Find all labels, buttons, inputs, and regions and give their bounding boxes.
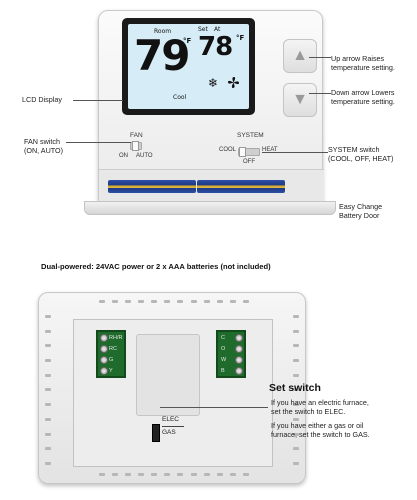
lcd-bezel: Room 79 °F Set At 78 °F ❄ Cool — [122, 18, 255, 115]
battery-left — [108, 180, 196, 193]
fan-callout-line — [66, 142, 131, 143]
down-arrow-callout-line1: Down arrow Lowers — [331, 88, 395, 97]
at-label: At — [214, 26, 221, 33]
system-switch-knob[interactable] — [239, 147, 246, 157]
elec-gas-divider — [162, 426, 184, 427]
terminal-label: RC — [109, 346, 117, 352]
system-switch-callout-line2: (COOL, OFF, HEAT) — [328, 154, 394, 163]
up-arrow-button[interactable]: ▲ — [283, 39, 317, 73]
system-off-label: OFF — [243, 159, 255, 165]
room-temperature: 79 — [134, 31, 190, 80]
system-callout-line — [262, 152, 328, 153]
terminal-label: B — [221, 368, 225, 374]
fan-switch-knob[interactable] — [132, 141, 139, 151]
vent-left — [45, 315, 51, 465]
set-switch-line4: furnace, set the switch to GAS. — [271, 430, 370, 439]
up-callout-line — [309, 57, 331, 58]
system-switch-callout-line1: SYSTEM switch — [328, 145, 380, 154]
vent-bottom — [99, 473, 249, 476]
terminal-screw[interactable] — [235, 345, 243, 353]
down-callout-line — [309, 93, 331, 94]
set-switch-line1: If you have an electric furnace, — [271, 398, 369, 407]
terminal-screw[interactable] — [100, 345, 108, 353]
set-switch-title: Set switch — [269, 382, 321, 394]
elec-gas-switch[interactable] — [152, 424, 160, 442]
terminal-screw[interactable] — [235, 367, 243, 375]
terminal-label: G — [109, 357, 114, 363]
terminal-label: C — [221, 335, 225, 341]
power-note: Dual-powered: 24VAC power or 2 x AAA bat… — [41, 262, 271, 271]
terminal-label: W — [221, 357, 227, 363]
lcd-display-callout: LCD Display — [22, 95, 62, 104]
lcd-callout-line — [73, 100, 123, 101]
set-temperature: 78 — [198, 32, 233, 62]
terminal-screw[interactable] — [235, 356, 243, 364]
terminal-screw[interactable] — [100, 367, 108, 375]
set-label: Set — [198, 26, 208, 33]
lcd-display: Room 79 °F Set At 78 °F ❄ Cool — [128, 24, 249, 109]
up-arrow-callout-line2: temperature setting. — [331, 63, 395, 72]
system-switch-track[interactable] — [238, 147, 260, 157]
down-arrow-callout-line2: temperature setting. — [331, 97, 395, 106]
system-heat-label: HEAT — [262, 147, 278, 153]
vent-right — [293, 315, 299, 465]
terminal-block-left: RH/R RC G Y — [96, 330, 126, 378]
thermostat-base: RH/R RC G Y C O W B ELEC GAS — [38, 292, 306, 484]
fan-switch-callout-line1: FAN switch — [24, 137, 60, 146]
room-label: Room — [154, 28, 172, 35]
terminal-label: Y — [109, 368, 113, 374]
down-arrow-button[interactable]: ▼ — [283, 83, 317, 117]
set-switch-line3: If you have either a gas or oil — [271, 421, 364, 430]
terminal-block-right: C O W B — [216, 330, 246, 378]
battery-right — [197, 180, 285, 193]
set-unit: °F — [236, 34, 245, 42]
elec-label: ELEC — [162, 416, 179, 423]
terminal-label: O — [221, 346, 226, 352]
battery-door-callout-line2: Battery Door — [339, 211, 380, 220]
fan-auto-label: AUTO — [136, 153, 153, 159]
terminal-screw[interactable] — [235, 334, 243, 342]
thermostat-front: Room 79 °F Set At 78 °F ❄ Cool ▲ ▼ FAN O… — [98, 10, 324, 209]
set-switch-line2: set the switch to ELEC. — [271, 407, 346, 416]
fan-icon — [228, 77, 239, 88]
wiring-plate: RH/R RC G Y C O W B ELEC GAS — [73, 319, 273, 467]
fan-on-label: ON — [119, 153, 128, 159]
up-arrow-callout-line1: Up arrow Raises — [331, 54, 385, 63]
gas-label: GAS — [162, 429, 176, 436]
vent-top — [99, 300, 249, 303]
terminal-screw[interactable] — [100, 356, 108, 364]
terminal-screw[interactable] — [100, 334, 108, 342]
system-label: SYSTEM — [237, 132, 264, 139]
wire-hole — [136, 334, 200, 416]
fan-switch-track[interactable] — [130, 141, 142, 151]
battery-door[interactable] — [84, 201, 336, 215]
mode-label: Cool — [173, 94, 187, 101]
room-unit: °F — [183, 37, 192, 45]
terminal-label: RH/R — [109, 335, 123, 341]
fan-switch-callout-line2: (ON, AUTO) — [24, 146, 64, 155]
set-switch-callout-line — [160, 407, 268, 408]
snowflake-icon: ❄ — [208, 76, 219, 90]
fan-label: FAN — [130, 132, 143, 139]
system-cool-label: COOL — [219, 147, 237, 153]
battery-door-callout-line1: Easy Change — [339, 202, 383, 211]
